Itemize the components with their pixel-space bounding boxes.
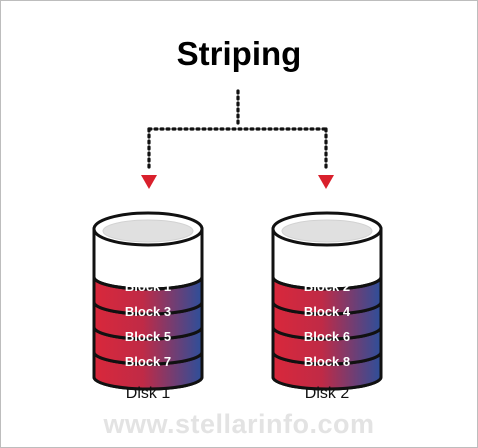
disk-stack-2 bbox=[271, 211, 383, 391]
block-label: Block 5 bbox=[125, 329, 171, 344]
disk-2-cylinder: Block 2 Block 4 Block 6 Block 8 bbox=[271, 211, 383, 391]
disk-1-label: Disk 1 bbox=[125, 385, 171, 402]
diagram-title: Striping bbox=[176, 35, 302, 72]
block-label: Block 6 bbox=[304, 329, 350, 344]
block-label: Block 1 bbox=[125, 279, 171, 294]
block-label: Block 8 bbox=[304, 354, 350, 369]
disk-1-cylinder: Block 1 Block 3 Block 5 Block 7 bbox=[92, 211, 204, 391]
arrow-down-icon bbox=[318, 175, 334, 189]
arrow-down-icon bbox=[141, 175, 157, 189]
watermark: www.stellarinfo.com bbox=[103, 409, 375, 439]
cylinder-top-inner bbox=[102, 219, 194, 243]
disk-2-label: Disk 2 bbox=[304, 385, 350, 402]
cylinder-top-inner bbox=[281, 219, 373, 243]
block-label: Block 4 bbox=[304, 304, 351, 319]
cap-divider bbox=[271, 276, 383, 291]
cap-divider bbox=[92, 276, 204, 291]
block-label: Block 3 bbox=[125, 304, 171, 319]
split-connector bbox=[147, 89, 328, 173]
block-label: Block 7 bbox=[125, 354, 171, 369]
block-label: Block 2 bbox=[304, 279, 350, 294]
disk-stack-1 bbox=[92, 211, 204, 391]
